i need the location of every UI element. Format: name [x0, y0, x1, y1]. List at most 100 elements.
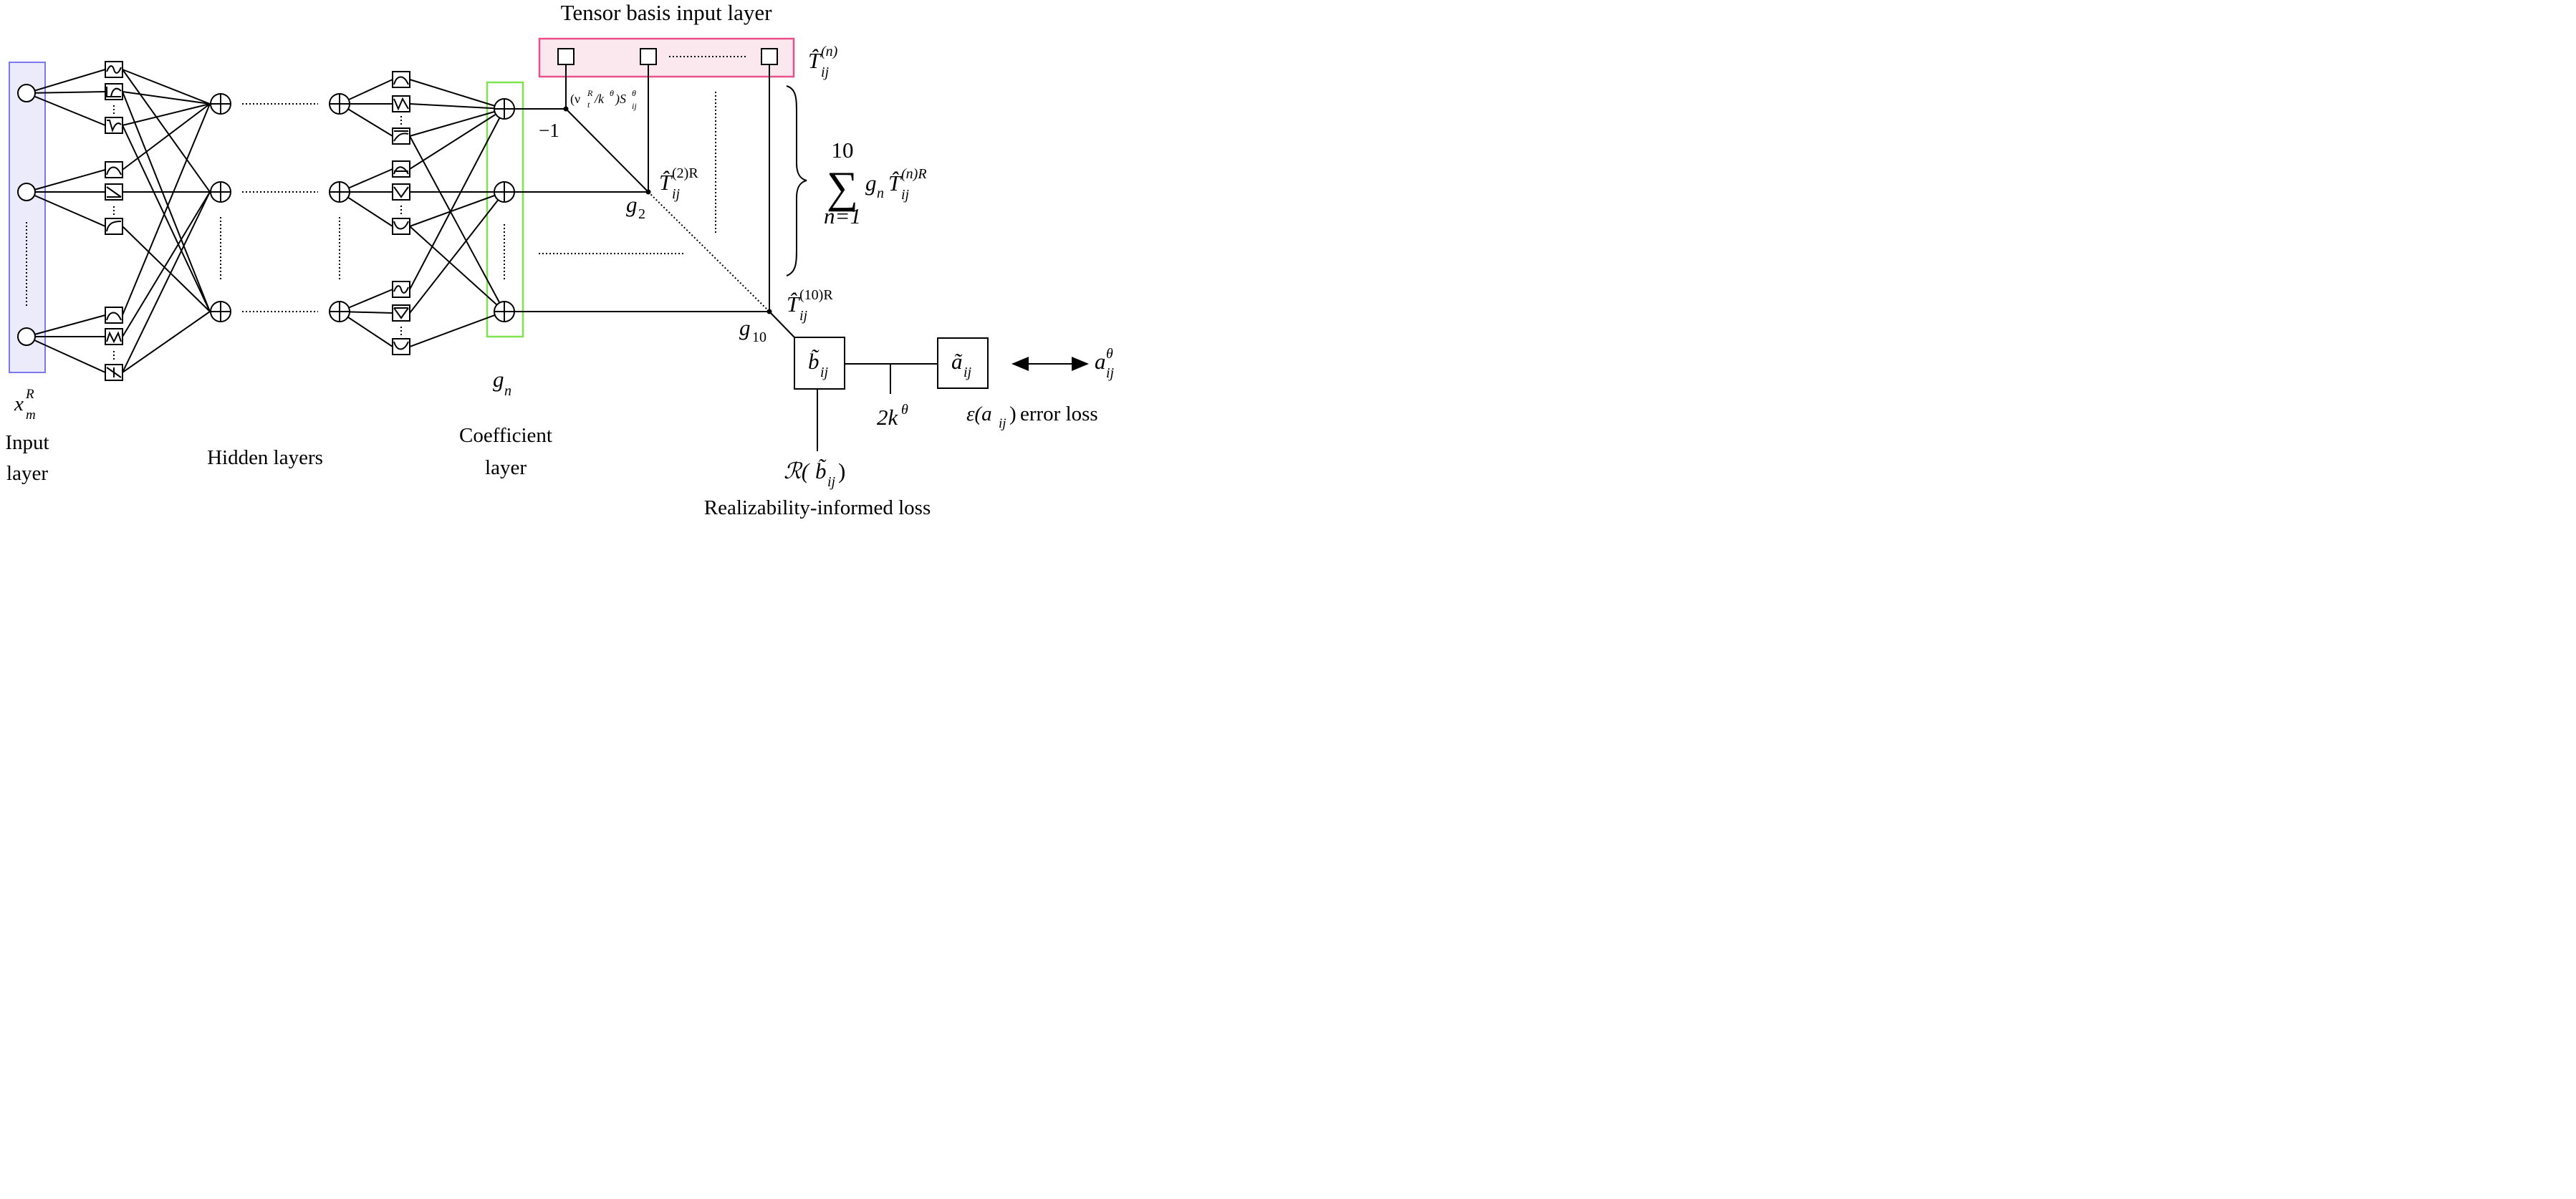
- sum-node: [210, 181, 231, 203]
- tensor-basis-symbol: T̂ ij (n): [808, 44, 838, 80]
- svg-text:m: m: [26, 408, 36, 423]
- tensor-10-label: T̂ ij (10)R: [787, 287, 833, 324]
- svg-text:b̃: b̃: [808, 349, 820, 374]
- svg-text:Coefficient: Coefficient: [459, 424, 552, 447]
- svg-text:ij: ij: [901, 187, 910, 203]
- svg-text:θ: θ: [610, 88, 614, 98]
- svg-text:ε(a: ε(a: [966, 403, 992, 425]
- g10-label: g 10: [739, 315, 766, 345]
- svg-text:R: R: [25, 387, 34, 402]
- strain-rate-term-label: (ν t R /k θ )S ij θ: [570, 88, 637, 111]
- input-node: [17, 327, 36, 346]
- svg-text:a: a: [1095, 349, 1106, 374]
- activation-unit: [105, 61, 123, 78]
- sum-node: [329, 181, 350, 203]
- svg-text:ij: ij: [1106, 365, 1115, 381]
- hidden-layers-label: Hidden layers: [207, 446, 323, 469]
- activation-unit: [392, 218, 410, 235]
- svg-text:T̂: T̂: [659, 170, 673, 195]
- coefficient-node: [494, 98, 515, 120]
- activation-unit: [105, 117, 123, 134]
- svg-text:ij: ij: [672, 186, 681, 202]
- coefficient-variable-label: g n: [493, 367, 511, 399]
- svg-text:(n): (n): [821, 44, 838, 59]
- ellipsis-dots: [26, 56, 746, 360]
- svg-text:ij: ij: [799, 308, 808, 324]
- activation-column-2: [392, 71, 410, 355]
- svg-text:(10)R: (10)R: [799, 287, 833, 303]
- svg-text:T̂: T̂: [808, 48, 822, 73]
- activation-unit: [105, 307, 123, 324]
- g2-label: g 2: [626, 192, 645, 222]
- tensor-basis-layer-highlight: [538, 37, 795, 78]
- svg-text:g: g: [739, 315, 751, 340]
- input-layer-label: Input layer: [5, 431, 49, 485]
- svg-text:2: 2: [638, 206, 645, 222]
- activation-unit: [392, 183, 410, 201]
- svg-text:): ): [1009, 403, 1017, 425]
- hidden-sum-nodes: [210, 93, 350, 322]
- activation-unit: [105, 364, 123, 381]
- g2-to-g10-dotted: [648, 191, 770, 312]
- activation-unit: [392, 127, 410, 145]
- a-theta-label: a ij θ: [1095, 346, 1115, 381]
- activation-unit: [392, 71, 410, 88]
- svg-text:): ): [838, 458, 845, 483]
- svg-text:g: g: [626, 192, 638, 217]
- svg-text:b̃: b̃: [815, 458, 827, 483]
- svg-text:(2)R: (2)R: [672, 165, 698, 181]
- activation-unit: [105, 218, 123, 235]
- svg-text:/k: /k: [594, 92, 605, 106]
- b-tilde-box: [794, 337, 845, 390]
- summation-formula: 10 ∑ n=1 g n T̂ ij (n)R: [824, 138, 927, 228]
- activation-unit: [392, 160, 410, 178]
- svg-text:10: 10: [752, 329, 766, 345]
- realizability-loss-label: Realizability-informed loss: [704, 496, 931, 519]
- tensor-basis-layer-title: Tensor basis input layer: [561, 0, 773, 25]
- input-layer-highlight: [9, 62, 46, 373]
- tensor-basis-node: [761, 48, 778, 65]
- svg-text:g: g: [493, 367, 504, 392]
- svg-text:T̂: T̂: [787, 292, 801, 317]
- svg-text:R: R: [587, 88, 593, 98]
- input-node: [17, 84, 36, 102]
- activation-column-1: [105, 61, 123, 381]
- svg-text:ij: ij: [820, 365, 829, 380]
- svg-text:ij: ij: [632, 101, 637, 111]
- tbnn-architecture-diagram: Tensor basis input layer Input layer Hid…: [5, 0, 1115, 519]
- svg-text:)S: )S: [615, 92, 626, 107]
- svg-text:θ: θ: [901, 402, 908, 418]
- svg-text:ℛ(: ℛ(: [784, 458, 810, 483]
- sum-node: [210, 93, 231, 115]
- svg-text:ij: ij: [999, 416, 1006, 431]
- junction-point: [563, 106, 569, 112]
- activation-unit: [392, 281, 410, 298]
- minus-one-label: −1: [539, 120, 559, 141]
- tensor-combination-lines: [514, 65, 938, 451]
- activation-unit: [105, 183, 123, 201]
- coefficient-layer-highlight: [486, 81, 524, 338]
- coefficient-node: [494, 301, 515, 322]
- svg-text:(ν: (ν: [570, 92, 580, 107]
- hidden-connections-first: [122, 69, 211, 373]
- svg-text:ij: ij: [963, 365, 972, 380]
- tensor-2-label: T̂ ij (2)R: [659, 165, 698, 202]
- svg-text:T̂: T̂: [888, 170, 903, 196]
- input-node: [17, 183, 36, 201]
- activation-unit: [392, 304, 410, 322]
- junction-point: [766, 309, 772, 314]
- svg-text:x: x: [14, 393, 24, 415]
- input-variable-label: x m R: [14, 387, 36, 423]
- svg-text:n: n: [504, 383, 511, 399]
- activation-unit: [105, 161, 123, 178]
- coefficient-node: [494, 181, 515, 203]
- a-tilde-box: [937, 337, 989, 389]
- a-tilde-label: ã ij: [951, 349, 972, 380]
- svg-text:θ: θ: [632, 88, 636, 98]
- sum-brace: [786, 85, 807, 276]
- sum-node: [329, 93, 350, 115]
- svg-text:ã: ã: [951, 349, 963, 374]
- svg-text:2k: 2k: [877, 405, 899, 430]
- activation-unit: [105, 83, 123, 100]
- svg-text:10: 10: [832, 138, 854, 163]
